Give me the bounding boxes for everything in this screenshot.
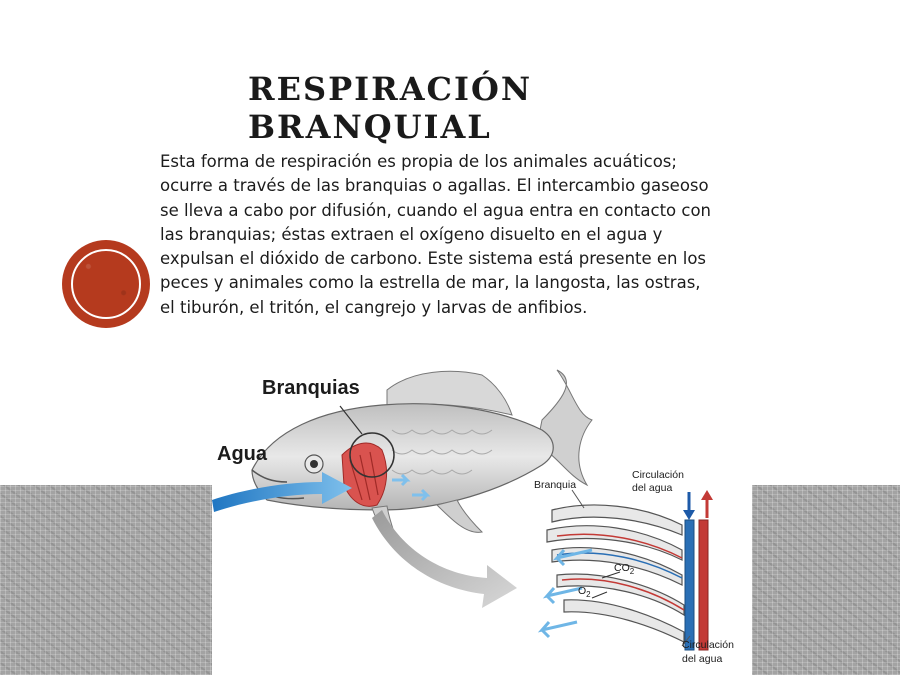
water-flow-arrow bbox=[212, 472, 352, 512]
body-line: ocurre a través de las branquias o agall… bbox=[160, 176, 709, 196]
title-line-1: RESPIRACIÓN bbox=[248, 70, 533, 108]
gill-lamella-diagram: Branquia Circulación del agua CO2 O2 Cir… bbox=[534, 469, 734, 665]
accent-circle-badge bbox=[62, 240, 150, 328]
title-line-2: BRANQUIAL bbox=[248, 108, 492, 146]
figure-svg: Branquias Agua bbox=[212, 369, 734, 665]
zoom-arrow bbox=[372, 510, 517, 608]
body-line: el tiburón, el tritón, el cangrejo y lar… bbox=[160, 297, 588, 317]
label-branquia: Branquia bbox=[534, 479, 576, 491]
label-circulacion-bottom-line2: del agua bbox=[682, 653, 722, 665]
body-line: las branquias; éstas extraen el oxígeno … bbox=[160, 224, 663, 244]
gill-respiration-figure: Branquias Agua bbox=[212, 360, 752, 675]
body-line: peces y animales como la estrella de mar… bbox=[160, 273, 701, 293]
label-branquias: Branquias bbox=[262, 377, 360, 399]
body-line: se lleva a cabo por difusión, cuando el … bbox=[160, 200, 712, 220]
label-agua: Agua bbox=[217, 443, 268, 465]
label-circulacion-top-line1: Circulación bbox=[632, 469, 684, 481]
body-line: Esta forma de respiración es propia de l… bbox=[160, 152, 677, 171]
decorative-texture-band-left bbox=[0, 485, 212, 675]
label-co2: CO2 bbox=[614, 562, 635, 576]
badge-ring bbox=[71, 249, 141, 319]
label-circulacion-top-line2: del agua bbox=[632, 482, 672, 494]
body-line: expulsan el dióxido de carbono. Este sis… bbox=[160, 249, 707, 269]
decorative-texture-band-right bbox=[752, 485, 900, 675]
slide-title: RESPIRACIÓN BRANQUIAL bbox=[248, 70, 668, 146]
gill-highlight-circle bbox=[349, 432, 395, 478]
body-paragraph: Esta forma de respiración es propia de l… bbox=[160, 150, 790, 320]
label-o2: O2 bbox=[578, 585, 591, 599]
label-circulacion-bottom-line1: Circulación bbox=[682, 639, 734, 651]
